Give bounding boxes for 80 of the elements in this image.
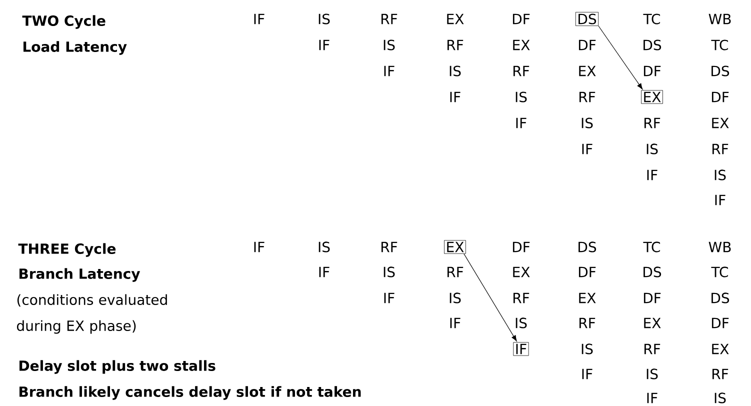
stage-label: IF [254, 14, 264, 24]
stage-label: DF [578, 40, 596, 50]
stage-label: IS [318, 242, 330, 252]
stage-label: IF [647, 392, 658, 404]
stage-label: EX [579, 292, 596, 304]
stage-label: IF [319, 266, 330, 278]
stage-label: RF [712, 368, 728, 380]
stage-label: IS [516, 92, 527, 102]
stage-label: IF [384, 292, 394, 304]
stage-label: IS [318, 14, 330, 24]
stage-label: DF [644, 66, 661, 76]
stage-label: EX [712, 344, 729, 354]
stage-label: DS [644, 40, 662, 50]
stage-label: IS [646, 368, 658, 380]
stage-label: DS [578, 242, 596, 252]
stage-label: TC [643, 14, 660, 24]
stage-label: TC [711, 266, 728, 278]
stage-label: EX [513, 266, 530, 278]
stage-label: IF [450, 92, 460, 102]
boxed-stage: EX [641, 90, 663, 104]
heading: Load Latency [24, 41, 127, 55]
stage-label: IS [714, 170, 726, 180]
stage-label: WB [708, 242, 731, 252]
stage-label: EX [513, 40, 530, 50]
stage-label: IF [384, 66, 394, 76]
stage-label: RF [514, 66, 530, 76]
stage-label: DF [512, 14, 530, 24]
note: (conditions evaluated during EX phase) [16, 294, 167, 334]
stage-label: RF [514, 292, 530, 304]
stage-label: IF [516, 118, 526, 128]
stage-label: IS [450, 66, 461, 76]
stage-label: IF [582, 144, 592, 154]
arrow [464, 253, 517, 342]
stage-label: IS [646, 144, 658, 154]
stage-label: DS [644, 266, 662, 278]
stage-label: DF [578, 266, 596, 278]
stage-label: IF [450, 318, 460, 328]
boxed-stage: EX [444, 240, 466, 254]
boxed-stage: DS [575, 12, 599, 26]
stage-label: DS [712, 66, 730, 76]
arrow [598, 26, 643, 90]
stage-label: IS [582, 118, 593, 128]
stage-label: RF [644, 344, 660, 354]
stage-label: RF [382, 14, 398, 24]
stage-label: RF [644, 118, 660, 128]
note: Delay slot plus two stalls [20, 360, 216, 374]
stage-label: DS [712, 292, 730, 304]
stage-label: RF [448, 40, 464, 50]
heading: TWO Cycle [22, 15, 106, 29]
stage-label: IF [715, 194, 726, 206]
stage-label: EX [712, 118, 729, 128]
stage-label: IF [582, 368, 592, 380]
stage-label: RF [448, 266, 464, 278]
stage-label: IS [384, 266, 395, 278]
stage-label: IS [582, 344, 593, 354]
stage-label: TC [711, 40, 728, 50]
stage-label: IS [516, 318, 527, 328]
stage-label: RF [382, 242, 398, 252]
stage-label: RF [580, 318, 596, 328]
heading: THREE Cycle [18, 243, 116, 257]
stage-label: DF [712, 92, 729, 102]
stage-label: IS [384, 40, 395, 50]
stage-label: EX [579, 66, 596, 76]
stage-label: WB [708, 14, 731, 24]
stage-label: IF [647, 170, 658, 180]
boxed-stage: IF [513, 342, 529, 356]
stage-label: EX [644, 318, 661, 328]
heading: Branch Latency [20, 268, 140, 282]
stage-label: RF [580, 92, 596, 102]
stage-label: DF [712, 318, 729, 328]
stage-label: EX [447, 14, 464, 24]
stage-label: DF [644, 292, 661, 304]
stage-label: RF [712, 144, 728, 154]
stage-label: IS [450, 292, 461, 304]
stage-label: TC [643, 242, 660, 252]
stage-label: IF [319, 40, 330, 50]
note: Branch likely cancels delay slot if not taken [20, 386, 361, 400]
stage-label: IS [714, 392, 726, 404]
stage-label: DF [512, 242, 530, 252]
stage-label: IF [254, 242, 264, 252]
